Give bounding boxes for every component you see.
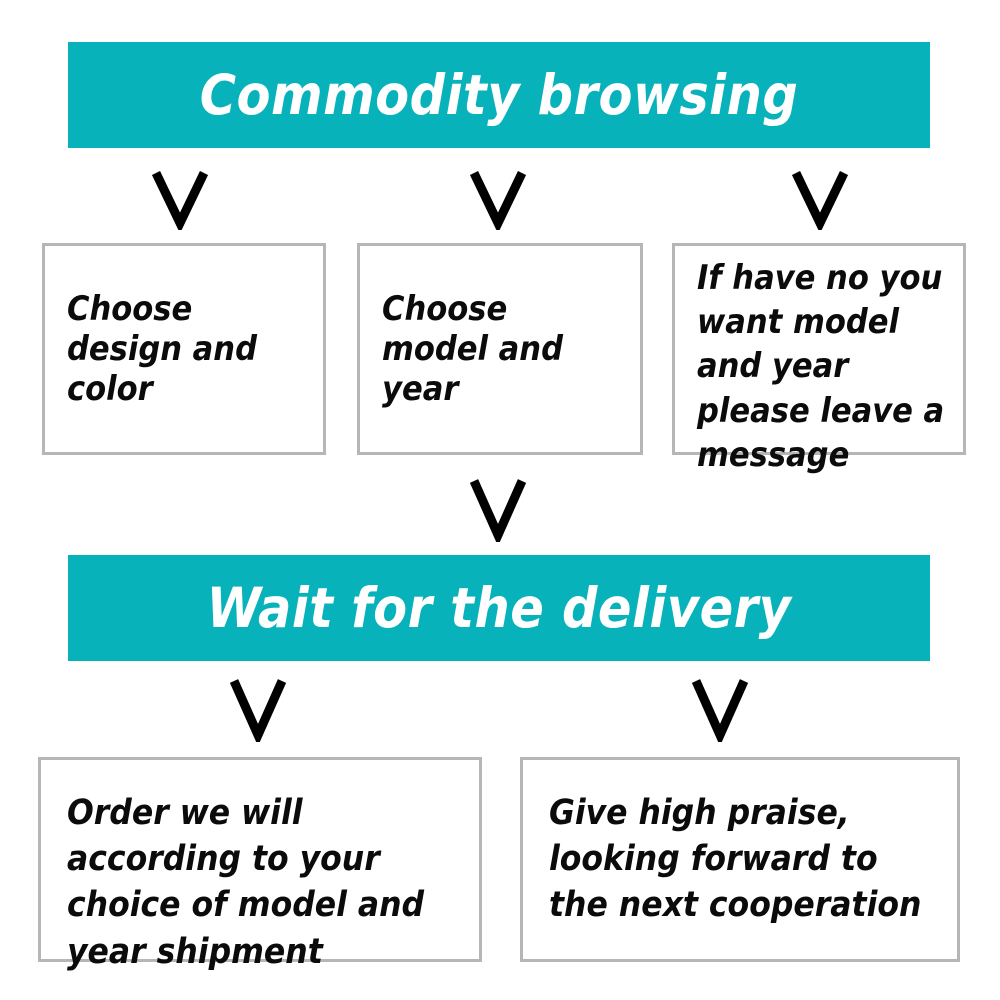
step-box-choose-model: Choose model and year	[357, 243, 643, 455]
step-box-choose-design: Choose design and color	[42, 243, 326, 455]
stage-banner-label: Commodity browsing	[199, 62, 799, 127]
step-box-high-praise: Give high praise, looking forward to the…	[520, 757, 960, 962]
stage-banner-wait-for-delivery: Wait for the delivery	[68, 555, 930, 661]
step-box-label: Choose model and year	[382, 288, 563, 410]
step-box-label: Order we will according to your choice o…	[67, 793, 425, 972]
step-box-label: If have no you want model and year pleas…	[697, 258, 945, 475]
stage-banner-label: Wait for the delivery	[206, 575, 792, 640]
step-box-order-shipment: Order we will according to your choice o…	[38, 757, 482, 972]
chevron-down-icon	[150, 168, 210, 230]
step-box-label: Choose design and color	[67, 288, 257, 410]
step-box-label: Give high praise, looking forward to the…	[549, 793, 922, 926]
stage-banner-commodity-browsing: Commodity browsing	[68, 42, 930, 148]
chevron-down-icon	[790, 168, 850, 230]
chevron-down-icon	[468, 476, 528, 542]
step-box-leave-message: If have no you want model and year pleas…	[672, 243, 966, 475]
chevron-down-icon	[228, 676, 288, 742]
chevron-down-icon	[690, 676, 750, 742]
chevron-down-icon	[468, 168, 528, 230]
